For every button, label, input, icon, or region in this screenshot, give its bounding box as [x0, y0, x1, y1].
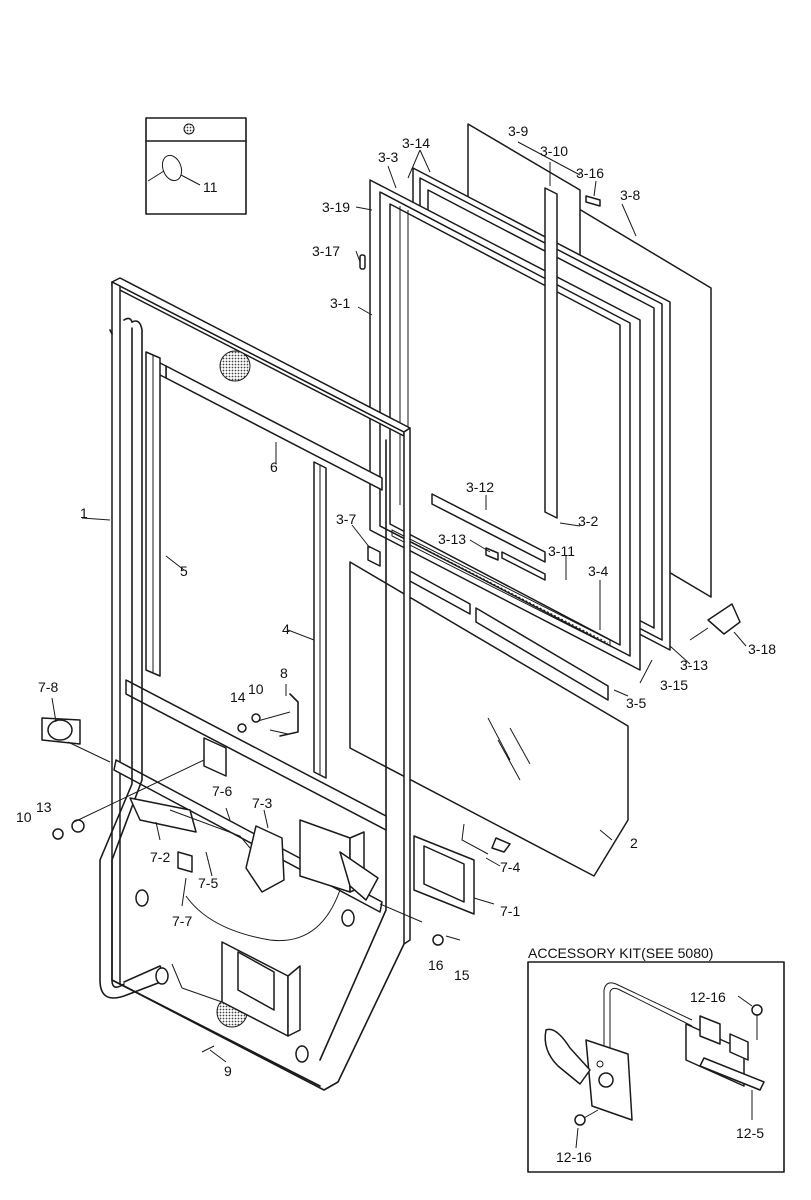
callout-3-2: 3-2: [578, 513, 598, 529]
callout-12-5: 12-5: [736, 1125, 764, 1141]
callout-6: 6: [270, 459, 278, 475]
callout-3-4: 3-4: [588, 563, 608, 579]
callout-3-14: 3-14: [402, 135, 430, 151]
callout-3-12: 3-12: [466, 479, 494, 495]
callout-labels: 1 2 3-1 3-2 3-3 3-4 3-5 3-7 3-8 3-9 3-10…: [16, 123, 776, 1165]
door-frame-1: [99, 277, 411, 1091]
callout-7-7: 7-7: [172, 913, 192, 929]
callout-3-16: 3-16: [576, 165, 604, 181]
callout-8: 8: [280, 665, 288, 681]
callout-10a: 10: [248, 681, 264, 697]
callout-1: 1: [80, 505, 88, 521]
window-frame-3-1: [369, 179, 641, 671]
callout-12-16b: 12-16: [556, 1149, 592, 1165]
callout-9: 9: [224, 1063, 232, 1079]
callout-3-9: 3-9: [508, 123, 528, 139]
callout-3-3: 3-3: [378, 149, 398, 165]
callout-10b: 10: [16, 809, 32, 825]
callout-7-1: 7-1: [500, 903, 520, 919]
callout-7-5: 7-5: [198, 875, 218, 891]
callout-3-8: 3-8: [620, 187, 640, 203]
accessory-kit-title: ACCESSORY KIT(SEE 5080): [528, 945, 713, 961]
divider-strip-3-10: [544, 187, 558, 519]
callout-7-4: 7-4: [500, 859, 520, 875]
runner-3-12: [431, 493, 546, 563]
callout-3-18: 3-18: [748, 641, 776, 657]
callout-7-6: 7-6: [212, 783, 232, 799]
callout-16: 16: [428, 957, 444, 973]
accessory-kit-box: [527, 961, 785, 1173]
callout-3-17: 3-17: [312, 243, 340, 259]
callout-3-15: 3-15: [660, 677, 688, 693]
callout-12-16a: 12-16: [690, 989, 726, 1005]
leader-lines: [51, 141, 747, 1063]
callout-3-19: 3-19: [322, 199, 350, 215]
callout-4: 4: [282, 621, 290, 637]
runner-3-11: [501, 551, 546, 581]
callout-11: 11: [203, 179, 218, 195]
callout-7-8: 7-8: [38, 679, 58, 695]
callout-3-13b: 3-13: [680, 657, 708, 673]
callout-3-1: 3-1: [330, 295, 350, 311]
callout-14: 14: [230, 689, 246, 705]
callout-7-2: 7-2: [150, 849, 170, 865]
callout-7-3: 7-3: [252, 795, 272, 811]
detail-box-11: [145, 117, 247, 215]
callout-13: 13: [36, 799, 52, 815]
callout-3-13a: 3-13: [438, 531, 466, 547]
callout-3-7: 3-7: [336, 511, 356, 527]
rail-3-5: [367, 545, 609, 701]
callout-3-11: 3-11: [548, 543, 575, 559]
callout-3-10: 3-10: [540, 143, 568, 159]
pin-3-17: [359, 254, 366, 270]
latch-assembly: [41, 603, 741, 1053]
callout-3-5: 3-5: [626, 695, 646, 711]
callout-5: 5: [180, 563, 188, 579]
clip-3-16: [585, 195, 601, 207]
callout-15: 15: [454, 967, 470, 983]
callout-2: 2: [630, 835, 638, 851]
lower-glass-2: [349, 561, 629, 877]
